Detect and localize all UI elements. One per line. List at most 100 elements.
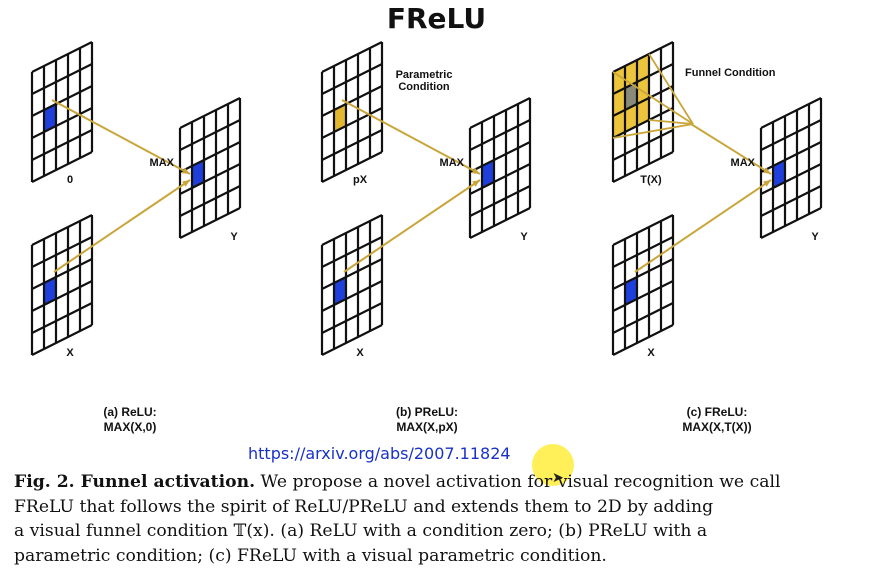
- panel-a-output-grid-row-line: [179, 119, 241, 151]
- figure-title: FReLU: [386, 2, 487, 35]
- panel-a-input-grid-row-line: [31, 258, 93, 290]
- panel-c-input-grid-highlight-cell: [625, 277, 637, 305]
- panel-b-condition-grid-highlight-cell: [334, 104, 346, 132]
- panel-c-input-grid-row-line: [612, 236, 674, 268]
- panel-a-output-grid-row-line: [179, 97, 241, 129]
- panel-a-condition-grid-row-line: [31, 129, 93, 161]
- panel-a-output-grid: [178, 97, 242, 239]
- panel-b-input-arrow-head: [472, 180, 480, 187]
- panel-c-condition-label: T(X): [640, 174, 662, 186]
- panel-a-input-grid-background: [32, 215, 92, 355]
- panel-b-input-grid-row-line: [321, 302, 383, 334]
- panel-b-condition-grid-row-line: [321, 151, 383, 183]
- panel-c-input-grid-row-line: [612, 258, 674, 290]
- panel-b-output-grid-background: [470, 98, 530, 238]
- panel-c-input-label: X: [647, 347, 655, 359]
- panel-b-condition-grid-row-line: [321, 85, 383, 117]
- panel-c-funnel-condition-label: Funnel Condition: [685, 67, 776, 79]
- panel-a-max-label: MAX: [150, 157, 175, 169]
- panel-b-output-label: Y: [520, 231, 528, 243]
- panel-c-condition-grid-row-line: [612, 129, 674, 161]
- panel-c-output-grid-row-line: [760, 97, 822, 129]
- panel-a-input-grid-row-line: [31, 280, 93, 312]
- panel-c-output-grid-row-line: [760, 119, 822, 151]
- panel-b-input-arrow: [343, 179, 481, 273]
- caption-relu-formula: MAX(X,0): [103, 420, 157, 434]
- panel-b-condition-grid-row-line: [321, 107, 383, 139]
- panel-a-input-grid-highlight-cell: [44, 277, 56, 305]
- panel-b-input-label: X: [356, 347, 364, 359]
- panel-a-input-arrow-head: [182, 180, 190, 187]
- panel-a-output-label: Y: [230, 231, 238, 243]
- panel-a-condition-grid-highlight-cell: [44, 104, 56, 132]
- panel-a-input-arrow: [53, 179, 191, 273]
- panel-a-input-grid: [30, 214, 94, 356]
- panel-a-condition-grid-row-line: [31, 107, 93, 139]
- cursor-highlight: [532, 444, 574, 486]
- panel-b-condition-grid-row-line: [321, 63, 383, 95]
- panel-a-condition-arrow: [51, 99, 191, 175]
- panel-c-condition-grid-funnel-center: [625, 82, 637, 110]
- panel-a-input-grid-row-line: [31, 236, 93, 268]
- panel-a-output-grid-row-line: [179, 141, 241, 173]
- panel-c-input-grid-row-line: [612, 280, 674, 312]
- panel-c-output-grid-background: [761, 98, 821, 238]
- panel-c-output-grid-row-line: [760, 185, 822, 217]
- caption-relu-name: (a) ReLU:: [103, 405, 157, 419]
- panel-b-condition-arrow-head: [472, 167, 480, 174]
- panel-a-condition-grid-row-line: [31, 41, 93, 73]
- panel-b-param-label-1: Parametric: [396, 69, 453, 81]
- panel-a-output-grid-highlight-cell: [192, 160, 204, 188]
- panel-c-funnel-line: [612, 71, 694, 125]
- panel-c-output-grid: [759, 97, 823, 239]
- panel-b-output-grid-row-line: [469, 119, 531, 151]
- panel-c-funnel-line: [648, 53, 694, 125]
- panel-c-input-grid-row-line: [612, 214, 674, 246]
- panel-a-output-grid-background: [180, 98, 240, 238]
- arxiv-link[interactable]: https://arxiv.org/abs/2007.11824: [248, 444, 511, 463]
- panel-c-output-label: Y: [811, 231, 819, 243]
- caption-prelu-name: (b) PReLU:: [396, 405, 458, 419]
- panel-c-condition-grid-row-line: [612, 151, 674, 183]
- panel-a-condition-grid-background: [32, 42, 92, 182]
- panel-b-condition-label: pX: [353, 174, 368, 186]
- panel-b-output-grid-row-line: [469, 185, 531, 217]
- panel-c-input-arrow: [634, 179, 772, 273]
- panel-b-output-grid-row-line: [469, 207, 531, 239]
- panel-b-output-grid-row-line: [469, 97, 531, 129]
- panel-a-output-grid-row-line: [179, 207, 241, 239]
- caption-frelu: (c) FReLU: MAX(X,T(X)): [652, 405, 782, 435]
- panel-a-output-grid-row-line: [179, 185, 241, 217]
- panel-b-input-grid-background: [322, 215, 382, 355]
- panel-a-output-grid-row-line: [179, 163, 241, 195]
- panel-b-condition-grid-row-line: [321, 41, 383, 73]
- panel-b-output-grid: [468, 97, 532, 239]
- caption-line-2: FReLU that follows the spirit of ReLU/PR…: [14, 496, 714, 517]
- panel-c-input-grid-background: [613, 215, 673, 355]
- panel-c-input-grid-row-line: [612, 324, 674, 356]
- panel-b-param-label-2: Condition: [398, 81, 450, 93]
- panel-c-condition-arrow: [690, 123, 772, 175]
- panel-b-input-grid: [320, 214, 384, 356]
- caption-relu: (a) ReLU: MAX(X,0): [65, 405, 195, 435]
- panel-c-condition-arrow-head: [763, 167, 771, 174]
- panel-c-condition-grid: [611, 41, 675, 183]
- panel-c-input-arrow-head: [763, 180, 771, 187]
- caption-line-1: Fig. 2. Funnel activation. We propose a …: [14, 470, 854, 495]
- caption-line-4: parametric condition; (c) FReLU with a v…: [14, 545, 607, 566]
- panel-b-input-grid-row-line: [321, 214, 383, 246]
- panel-c-funnel-line: [612, 123, 694, 139]
- figure-caption: Fig. 2. Funnel activation. We propose a …: [14, 470, 854, 568]
- caption-fig-label: Fig. 2. Funnel activation.: [14, 472, 256, 492]
- caption-line-1-text: We propose a novel activation for visual…: [255, 472, 781, 492]
- panel-a-input-label: X: [66, 347, 74, 359]
- panel-a-condition-grid-row-line: [31, 63, 93, 95]
- panel-c-funnel-line: [648, 119, 694, 125]
- panel-b-output-grid-row-line: [469, 141, 531, 173]
- panel-b-input-grid-row-line: [321, 324, 383, 356]
- panel-a-input-grid-row-line: [31, 214, 93, 246]
- panel-b-condition-arrow: [341, 99, 481, 175]
- caption-line-3: a visual funnel condition 𝕋(x). (a) ReLU…: [14, 521, 708, 541]
- caption-prelu: (b) PReLU: MAX(X,pX): [362, 405, 492, 435]
- panel-a-condition-grid-row-line: [31, 85, 93, 117]
